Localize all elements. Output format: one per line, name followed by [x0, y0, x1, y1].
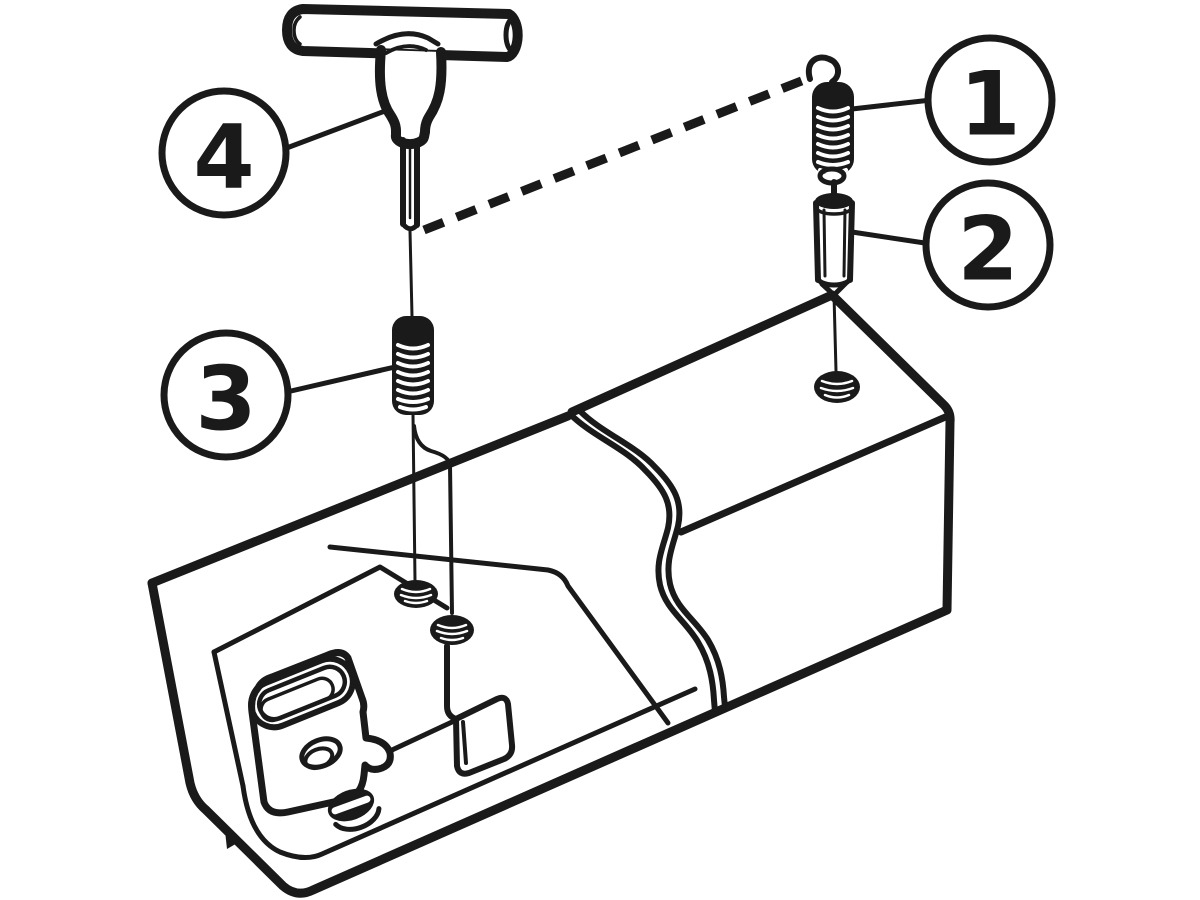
- clamp-boss: [248, 649, 394, 832]
- boss-front-hole-bore: [303, 746, 335, 771]
- pin-sides: [813, 200, 855, 283]
- callout-2: 2: [922, 179, 1054, 311]
- wrench-stem: [374, 45, 447, 150]
- callout-circle-2: [922, 179, 1054, 311]
- cylindrical-pin-part2: [813, 193, 855, 373]
- threaded-hole-a: [394, 580, 438, 608]
- callout-circle-4: [158, 87, 290, 219]
- break-line-right: [577, 408, 728, 710]
- hex-shaft-tip: [400, 221, 420, 232]
- screw-head-slot: [331, 795, 371, 815]
- hole-b-threads: [435, 623, 469, 642]
- clamp-finger-inner-line: [461, 720, 468, 765]
- hole-a-threads: [399, 587, 433, 605]
- tension-spring-part1: [805, 54, 854, 196]
- edge-notch: [224, 822, 239, 849]
- dashed-motion-line: [422, 73, 811, 235]
- hole-top-threads: [819, 379, 855, 399]
- callout-number-4: 4: [193, 106, 254, 209]
- threaded-hole-b: [430, 615, 474, 645]
- spring1-hook: [805, 54, 841, 85]
- callout-number-3: 3: [195, 348, 256, 451]
- body-outline: [147, 290, 955, 898]
- wrench-handle-end-bore: [503, 16, 523, 54]
- seat-front-edge: [327, 544, 671, 726]
- break-line: [567, 408, 728, 715]
- seat-back-edge: [211, 564, 450, 655]
- toolholder-body: [147, 290, 955, 898]
- boss-front-hole: [299, 736, 343, 771]
- callout-number-2: 2: [957, 198, 1018, 301]
- screw-head-side: [333, 806, 382, 832]
- wrench-axis-line-upper: [408, 229, 414, 318]
- left-face-inner-edge: [211, 649, 246, 789]
- clamp-finger-stem: [444, 643, 459, 722]
- wrench-handle-left-cap-line: [292, 15, 302, 46]
- callout-circle-1: [924, 34, 1056, 166]
- callouts: 1 2 3 4: [158, 34, 1056, 461]
- threaded-hole-top: [814, 371, 860, 403]
- pin-inner-lines: [822, 208, 847, 278]
- wrench-axis-line-lower: [411, 412, 417, 583]
- callout-4: 4: [158, 87, 290, 219]
- clamp-finger: [389, 643, 516, 777]
- boss-slot-outer: [248, 655, 356, 731]
- slotted-screw-head: [327, 788, 382, 832]
- boss-slot-floor-line: [259, 676, 335, 723]
- base-inner-edge: [240, 686, 698, 860]
- boss-slot-floor: [259, 676, 335, 723]
- callout-number-1: 1: [959, 53, 1020, 156]
- wrench-grip-arc-1: [373, 31, 441, 47]
- callout-1: 1: [924, 34, 1056, 166]
- wrench-axis-branch: [412, 424, 454, 615]
- callout-circle-3: [160, 329, 292, 461]
- callout-3: 3: [160, 329, 292, 461]
- pin-axis-line: [832, 293, 838, 373]
- t-handle-hex-wrench: [282, 4, 523, 615]
- right-block-front-top-edge: [677, 411, 954, 536]
- seat-ledge-line: [389, 719, 455, 753]
- coil-spring-part3: [392, 316, 434, 415]
- break-line-left: [567, 411, 718, 715]
- left-block-back-edge: [147, 411, 573, 588]
- wrench-grip-arc-2: [384, 44, 428, 55]
- spring3-coils: [396, 343, 430, 412]
- clamp-finger-hook: [453, 694, 516, 777]
- spring1-coils: [816, 106, 850, 175]
- pin-bottom: [815, 275, 853, 288]
- callout-leader-4: [273, 108, 388, 155]
- hex-shaft: [400, 137, 420, 232]
- callout-leader-3: [275, 364, 398, 397]
